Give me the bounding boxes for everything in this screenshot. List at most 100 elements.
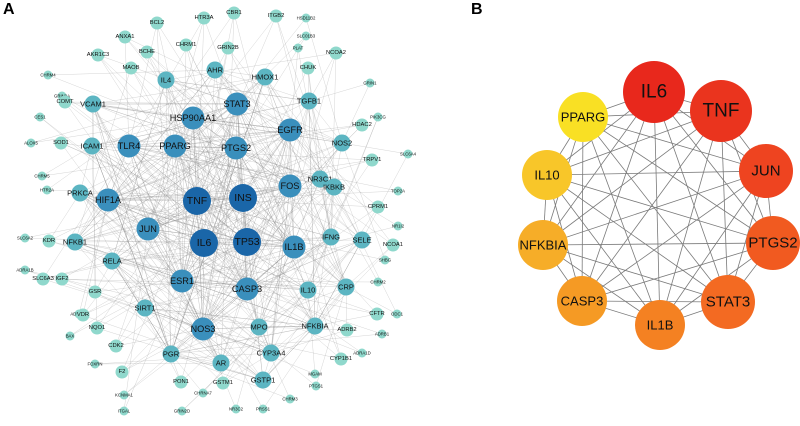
node-circle [162, 345, 180, 363]
node-label: CPRM1 [368, 204, 388, 210]
network-edge [74, 147, 237, 243]
node-circle [140, 45, 154, 59]
node-circle [256, 68, 274, 86]
node-circle [322, 228, 340, 246]
network-edge [107, 199, 204, 330]
node-circle [66, 233, 84, 251]
network-node-itgal: ITGAL [118, 406, 131, 416]
network-edge [227, 47, 347, 288]
network-edge [92, 103, 321, 180]
network-edge [107, 129, 291, 201]
network-edge [94, 352, 272, 365]
network-edge [246, 236, 332, 290]
node-circle [739, 144, 793, 198]
network-edge [242, 67, 309, 199]
node-label: CASP3 [232, 284, 262, 294]
node-circle [58, 95, 72, 109]
node-label: ODC1 [391, 312, 404, 317]
network-edge [79, 192, 316, 327]
network-edge [196, 200, 248, 290]
network-node-akr1c3: AKR1C3 [87, 48, 109, 62]
network-edge [92, 103, 96, 293]
network-edge [39, 116, 205, 244]
network-edge [39, 116, 248, 290]
network-node-foxrn: FOXRN [87, 359, 103, 369]
network-node-tp53: TP53 [233, 228, 261, 256]
node-label: HTR2A [40, 188, 54, 193]
node-label: HMOX1 [252, 73, 279, 82]
network-edge [82, 228, 149, 316]
network-node-ncoa1: NCOA1 [383, 238, 403, 252]
network-node-mpo: MPO [250, 318, 268, 336]
network-node-bcl2: BCL2 [150, 16, 164, 30]
network-node-chrm3: CHRM3 [282, 394, 298, 404]
network-edge [69, 242, 205, 337]
node-circle [115, 365, 129, 379]
network-edge [111, 186, 335, 262]
network-node-ar: AR [212, 354, 230, 372]
network-edge [202, 326, 260, 394]
network-edge [96, 327, 264, 381]
network-edge [42, 278, 204, 330]
node-label: KCNMA1 [115, 393, 134, 398]
network-node-adrb2: ADRB2 [337, 323, 357, 337]
network-node-f2: F2 [115, 365, 129, 379]
network-edge [307, 67, 316, 327]
node-label: JUN [751, 163, 780, 180]
node-circle [557, 276, 607, 326]
node-circle [301, 31, 311, 41]
network-edge [720, 110, 729, 303]
network-edge [170, 313, 378, 355]
network-node-slc6a4: SLC6A4 [400, 149, 417, 159]
node-label: TP53 [234, 236, 259, 248]
network-edge [270, 100, 310, 354]
network-node-ahr: AHR [206, 61, 224, 79]
network-edge [97, 54, 347, 288]
network-edge [174, 145, 183, 282]
network-edge [79, 145, 176, 194]
network-node-cbr1: CBR1 [226, 6, 242, 20]
network-node-chuk: CHUK [300, 61, 316, 75]
node-label: CRP [338, 283, 354, 292]
node-label: SHBG [379, 258, 392, 263]
node-circle [392, 309, 402, 319]
node-label: NOS3 [190, 324, 215, 334]
node-label: TOP2A [391, 189, 405, 194]
network-edge [289, 100, 310, 187]
network-edge [236, 103, 342, 360]
node-label: CHRM1 [176, 42, 197, 48]
network-edge [546, 174, 774, 244]
network-edge [144, 307, 264, 381]
network-edge [144, 307, 224, 384]
node-circle [301, 61, 315, 75]
node-circle [91, 48, 105, 62]
network-edge [123, 228, 149, 412]
network-edge [202, 328, 342, 360]
network-edge [330, 236, 347, 288]
network-node-cprm1: CPRM1 [368, 200, 388, 214]
node-label: STAT3 [706, 294, 750, 311]
network-edge [146, 51, 363, 241]
node-label: CES1 [34, 115, 46, 120]
network-edge [264, 76, 394, 246]
network-node-bche: BCHE [139, 45, 155, 59]
network-edge [92, 103, 264, 410]
network-edge [82, 199, 109, 316]
node-label: NR1I2 [392, 224, 405, 229]
network-edge [262, 286, 347, 381]
network-edge [581, 116, 584, 302]
network-node-crp: CRP [337, 278, 355, 296]
network-edge [203, 103, 238, 244]
network-edge [203, 242, 363, 354]
network-edge [546, 174, 661, 326]
network-node-alox5: ALOX5 [24, 138, 39, 148]
network-edge [42, 260, 113, 280]
node-circle [258, 404, 268, 414]
network-edge [222, 239, 363, 384]
network-node-hsp90aa1: HSP90AA1 [170, 106, 216, 130]
network-edge [192, 117, 248, 290]
panel-b-letter: B [471, 1, 483, 18]
network-edge [341, 142, 409, 155]
network-edge [308, 52, 337, 102]
network-edge [315, 286, 347, 387]
